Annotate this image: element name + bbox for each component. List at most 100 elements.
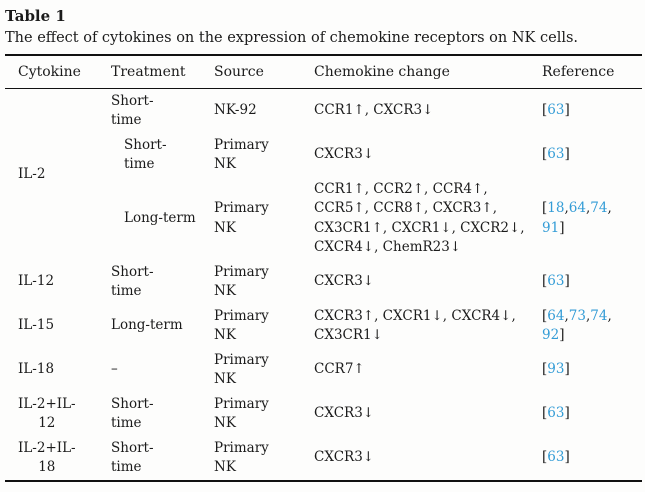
ref-open-bracket: [: [542, 146, 548, 163]
cytokine-cell: IL-2+IL- 12: [5, 392, 111, 436]
reference-link[interactable]: 92: [542, 327, 560, 343]
reference-link[interactable]: 64: [568, 200, 586, 216]
source-cell: Primary NK: [214, 395, 269, 432]
ref-close-bracket: ]: [559, 219, 565, 236]
chemokine-change-cell: CCR1↑, CCR2↑, CCR4↑, CCR5↑, CCR8↑, CXCR3…: [314, 180, 525, 256]
table-row: IL-2+IL- 12 Short- time Primary NK CXCR3…: [5, 392, 642, 436]
cytokine-value: IL-15: [18, 317, 55, 334]
table-block: Table 1 The effect of cytokines on the e…: [5, 7, 642, 482]
col-header-chemokine-change: Chemokine change: [314, 55, 542, 89]
ref-open-bracket: [: [542, 102, 548, 119]
reference-link[interactable]: 63: [547, 146, 565, 163]
reference-cell: [63]: [542, 89, 642, 134]
ref-close-bracket: ]: [564, 405, 570, 422]
source-cell: Primary NK: [214, 439, 269, 476]
chemokine-change-cell: CXCR3↓: [314, 405, 375, 422]
treatment-cell: Short- time: [111, 92, 154, 129]
reference-cell: [63]: [542, 436, 642, 481]
source-cell: NK-92: [214, 102, 257, 119]
treatment-cell: Short- time: [111, 395, 154, 432]
treatment-cell: Long-term: [124, 209, 196, 226]
cytokine-value: IL-18: [18, 361, 55, 378]
cytokine-cell: IL-2: [5, 89, 111, 261]
ref-close-bracket: ]: [564, 146, 570, 163]
treatment-cell: Short- time: [111, 263, 154, 300]
reference-link[interactable]: 63: [547, 405, 565, 422]
chemokine-change-cell: CCR1↑, CXCR3↓: [314, 102, 434, 119]
reference-link[interactable]: 63: [547, 449, 565, 466]
reference-cell: [93]: [542, 348, 642, 392]
chemokine-change-cell: CXCR3↑, CXCR1↓, CXCR4↓, CX3CR1↓: [314, 307, 516, 344]
cytokine-value: IL-2+IL- 18: [18, 439, 76, 476]
table-row: IL-2 Short- time NK-92 CCR1↑, CXCR3↓ [63…: [5, 89, 642, 182]
ref-close-bracket: ]: [559, 327, 565, 343]
reference-link[interactable]: 74: [590, 307, 608, 324]
ref-comma: ,: [607, 307, 612, 324]
cytokine-cell: IL-18: [5, 348, 111, 392]
cytokine-cell: IL-2+IL- 18: [5, 436, 111, 481]
reference-cell: [63]: [542, 392, 642, 436]
cytokine-cell: IL-15: [5, 304, 111, 348]
chemokine-change-cell: CXCR3↓: [314, 273, 375, 290]
ref-close-bracket: ]: [564, 273, 570, 290]
header-row: Cytokine Treatment Source Chemokine chan…: [5, 55, 642, 89]
ref-close-bracket: ]: [564, 361, 570, 378]
cytokine-table: Cytokine Treatment Source Chemokine chan…: [5, 54, 642, 482]
table-header: Cytokine Treatment Source Chemokine chan…: [5, 55, 642, 89]
ref-open-bracket: [: [542, 449, 548, 466]
ref-comma: ,: [564, 307, 569, 324]
reference-link[interactable]: 74: [590, 200, 608, 216]
table-caption: The effect of cytokines on the expressio…: [5, 30, 579, 46]
table-row: IL-2+IL- 18 Short- time Primary NK CXCR3…: [5, 436, 642, 481]
reference-link[interactable]: 91: [542, 219, 560, 236]
ref-comma: ,: [564, 200, 569, 216]
reference-link[interactable]: 93: [547, 361, 565, 378]
ref-comma: ,: [585, 307, 591, 324]
col-header-cytokine: Cytokine: [5, 55, 111, 89]
reference-link[interactable]: 64: [547, 307, 565, 324]
ref-open-bracket: [: [542, 405, 548, 422]
source-cell: Primary NK: [214, 263, 269, 300]
chemokine-change-cell: CXCR3↓: [314, 146, 375, 163]
reference-link[interactable]: 63: [547, 273, 565, 290]
table-row: Long-term Primary NK CCR1↑, CCR2↑, CCR4↑…: [5, 177, 642, 260]
source-cell: Primary NK: [214, 307, 269, 344]
treatment-cell: Short- time: [111, 439, 154, 476]
cytokine-value: IL-12: [18, 273, 55, 290]
table-row: IL-15 Long-term Primary NK CXCR3↑, CXCR1…: [5, 304, 642, 348]
reference-cell: [63]: [542, 260, 642, 304]
table-row: IL-12 Short- time Primary NK CXCR3↓ [63]: [5, 260, 642, 304]
ref-open-bracket: [: [542, 273, 548, 290]
chemokine-change-cell: CCR7↑: [314, 361, 365, 378]
reference-cell: [63]: [542, 133, 642, 177]
ref-comma: ,: [585, 200, 591, 216]
reference-link[interactable]: 18: [547, 200, 565, 216]
ref-open-bracket: [: [542, 200, 548, 216]
reference-cell: [18,64,74,91]: [542, 177, 642, 260]
ref-open-bracket: [: [542, 307, 548, 324]
ref-comma: ,: [607, 200, 612, 216]
chemokine-change-cell: CXCR3↓: [314, 449, 375, 466]
cytokine-cell: IL-12: [5, 260, 111, 304]
source-cell: Primary NK: [214, 200, 269, 236]
col-header-treatment: Treatment: [111, 55, 214, 89]
reference-link[interactable]: 73: [568, 307, 586, 324]
source-cell: Primary NK: [214, 136, 269, 173]
cytokine-value: IL-2: [18, 165, 46, 182]
source-cell: Primary NK: [214, 351, 269, 388]
treatment-cell: Short- time: [124, 136, 167, 173]
table-row: IL-18 – Primary NK CCR7↑ [93]: [5, 348, 642, 392]
ref-close-bracket: ]: [564, 449, 570, 466]
reference-link[interactable]: 63: [547, 102, 565, 119]
col-header-source: Source: [214, 55, 314, 89]
col-header-reference: Reference: [542, 55, 642, 89]
ref-close-bracket: ]: [564, 102, 570, 119]
ref-open-bracket: [: [542, 361, 548, 378]
treatment-cell: Long-term: [111, 317, 183, 334]
reference-cell: [64,73,74,92]: [542, 304, 642, 348]
cytokine-value: IL-2+IL- 12: [18, 395, 76, 432]
table-label: Table 1: [5, 7, 66, 25]
treatment-cell: –: [111, 361, 118, 378]
table-body: IL-2 Short- time NK-92 CCR1↑, CXCR3↓ [63…: [5, 89, 642, 482]
table-row: Short- time Primary NK CXCR3↓ [63]: [5, 133, 642, 177]
